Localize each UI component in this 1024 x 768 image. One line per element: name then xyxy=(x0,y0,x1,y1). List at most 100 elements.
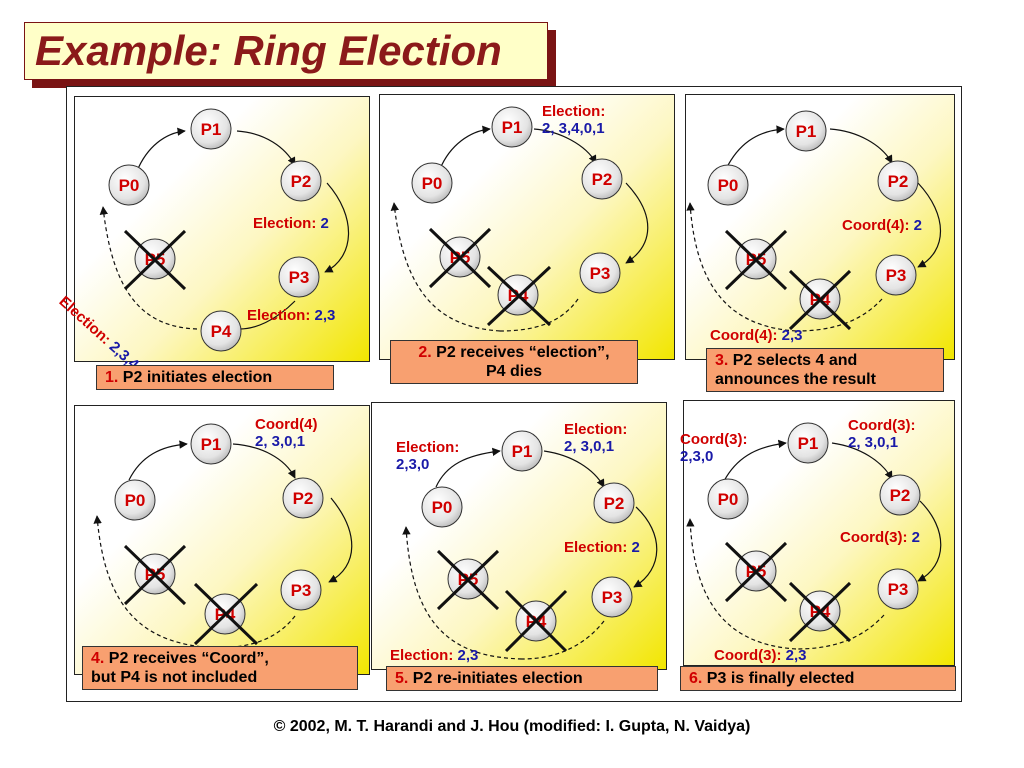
arrow-p2-p3 xyxy=(625,182,649,264)
node-p3: P3 xyxy=(591,576,633,618)
svg-text:P1: P1 xyxy=(512,442,533,461)
node-p3: P3 xyxy=(875,254,917,296)
node-p0: P0 xyxy=(421,486,463,528)
cross-p5 xyxy=(724,541,788,603)
ring-diagram-3: P1 P0 P2 P5 P3 P4 xyxy=(686,110,941,332)
ring-diagram-4: P1 P0 P2 P5 P3 P4 xyxy=(93,423,353,649)
node-p3: P3 xyxy=(278,256,320,298)
arrow-p1-p2 xyxy=(236,130,296,166)
arrow-p3-p4 xyxy=(239,300,296,330)
node-p3: P3 xyxy=(280,569,322,611)
cross-p4 xyxy=(788,269,852,331)
svg-text:P3: P3 xyxy=(590,264,611,283)
svg-text:P1: P1 xyxy=(796,122,817,141)
node-p2: P2 xyxy=(581,158,623,200)
arrow-p1-p2 xyxy=(543,450,605,488)
page-title: Example: Ring Election xyxy=(35,27,502,74)
panel-2: P1 P0 P2 P5 P3 P4 Election:2, 3,4,0,1 xyxy=(379,94,675,360)
panel-3: P1 P0 P2 P5 P3 P4 Coord(4): 2 Coord(4): … xyxy=(685,94,955,360)
arrow-p3-p4 xyxy=(499,298,579,332)
ring-diagram-6: P1 P0 P2 P5 P3 P4 xyxy=(686,422,942,650)
cross-p4 xyxy=(486,265,552,327)
panel-5: P1 P0 P2 P5 P3 P4 Election:2, 3,0,1 Elec… xyxy=(371,402,667,670)
caption-2: 2. P2 receives “election”,P4 dies xyxy=(390,340,638,384)
svg-text:P2: P2 xyxy=(592,170,613,189)
footer-copyright: © 2002, M. T. Harandi and J. Hou (modifi… xyxy=(273,718,751,735)
title-box: Example: Ring Election xyxy=(24,22,548,80)
node-p2: P2 xyxy=(280,160,322,202)
label-coord-2-3: Coord(4): 2,3 xyxy=(710,327,803,344)
svg-text:P1: P1 xyxy=(798,434,819,453)
svg-text:P2: P2 xyxy=(890,486,911,505)
node-p1: P1 xyxy=(190,108,232,150)
arrow-p4-p0 xyxy=(390,202,501,332)
node-p0: P0 xyxy=(108,164,150,206)
svg-text:P0: P0 xyxy=(718,176,739,195)
caption-4: 4. P2 receives “Coord”,but P4 is not inc… xyxy=(82,646,358,690)
arrow-p0-p1 xyxy=(435,447,501,488)
svg-text:P3: P3 xyxy=(886,266,907,285)
arrow-p4-p0 xyxy=(93,515,216,649)
svg-text:P3: P3 xyxy=(289,268,310,287)
label-election-2: Election: 2 xyxy=(253,215,329,232)
svg-text:P3: P3 xyxy=(888,580,909,599)
arrow-p3-p4 xyxy=(795,614,885,650)
node-p2: P2 xyxy=(879,474,921,516)
arrow-p2-p3 xyxy=(917,182,941,268)
label-coord-top-right: Coord(3):2, 3,0,1 xyxy=(848,417,916,451)
ring-diagram-2: P1 P0 P2 P5 P3 P4 xyxy=(390,106,649,332)
label-election-top: Election:2, 3,4,0,1 xyxy=(542,103,606,137)
node-p2: P2 xyxy=(877,160,919,202)
arrow-p0-p1 xyxy=(439,125,491,170)
arrow-p4-p0 xyxy=(99,206,198,330)
node-p2: P2 xyxy=(282,477,324,519)
cross-p5 xyxy=(724,229,788,291)
caption-6: 6. P3 is finally elected xyxy=(680,666,956,691)
ring-diagram-5: P1 P0 P2 P5 P3 P4 xyxy=(402,430,658,660)
panel-1: P1 P0 P2 P5 P3 P4 Election: 2 Election: … xyxy=(56,96,370,373)
node-p1: P1 xyxy=(501,430,543,472)
arrow-p1-p2 xyxy=(831,442,893,480)
svg-text:P0: P0 xyxy=(119,176,140,195)
node-p3: P3 xyxy=(579,252,621,294)
svg-text:P0: P0 xyxy=(718,490,739,509)
svg-text:P0: P0 xyxy=(432,498,453,517)
arrow-p1-p2 xyxy=(533,128,597,164)
label-coord-top: Coord(4)2, 3,0,1 xyxy=(255,416,318,450)
arrow-p4-p0 xyxy=(402,526,523,660)
svg-text:P3: P3 xyxy=(602,588,623,607)
label-election-2-3: Election: 2,3 xyxy=(390,647,479,664)
svg-text:P1: P1 xyxy=(201,120,222,139)
arrow-p1-p2 xyxy=(829,128,893,164)
node-p1: P1 xyxy=(785,110,827,152)
panel-4: P1 P0 P2 P5 P3 P4 Coord(4)2, 3,0,1 xyxy=(74,405,370,675)
svg-text:P2: P2 xyxy=(293,489,314,508)
label-election-2: Election: 2 xyxy=(564,539,640,556)
svg-text:P2: P2 xyxy=(888,172,909,191)
label-coord-2: Coord(4): 2 xyxy=(842,217,922,234)
node-p0: P0 xyxy=(707,478,749,520)
label-election-2-3: Election: 2,3 xyxy=(247,307,336,324)
cross-p5 xyxy=(436,549,500,611)
svg-text:P1: P1 xyxy=(201,435,222,454)
svg-text:P2: P2 xyxy=(604,494,625,513)
caption-5: 5. P2 re-initiates election xyxy=(386,666,658,691)
node-p2: P2 xyxy=(593,482,635,524)
cross-p5 xyxy=(428,227,492,289)
arrow-p0-p1 xyxy=(128,440,188,481)
arrow-p0-p1 xyxy=(723,439,787,482)
label-coord-2: Coord(3): 2 xyxy=(840,529,920,546)
node-p3: P3 xyxy=(877,568,919,610)
arrow-p2-p3 xyxy=(633,506,658,588)
label-coord-top-left: Coord(3):2,3,0 xyxy=(680,431,748,465)
arrow-p0-p1 xyxy=(136,127,186,172)
svg-text:P2: P2 xyxy=(291,172,312,191)
node-p0: P0 xyxy=(707,164,749,206)
node-p4: P4 xyxy=(200,310,242,352)
cross-p4 xyxy=(193,582,259,646)
node-p0: P0 xyxy=(114,479,156,521)
svg-text:P1: P1 xyxy=(502,118,523,137)
panel-6: P1 P0 P2 P5 P3 P4 Coord(3):2, 3,0,1 Coor… xyxy=(680,400,955,666)
arrow-p3-p4 xyxy=(521,620,605,660)
